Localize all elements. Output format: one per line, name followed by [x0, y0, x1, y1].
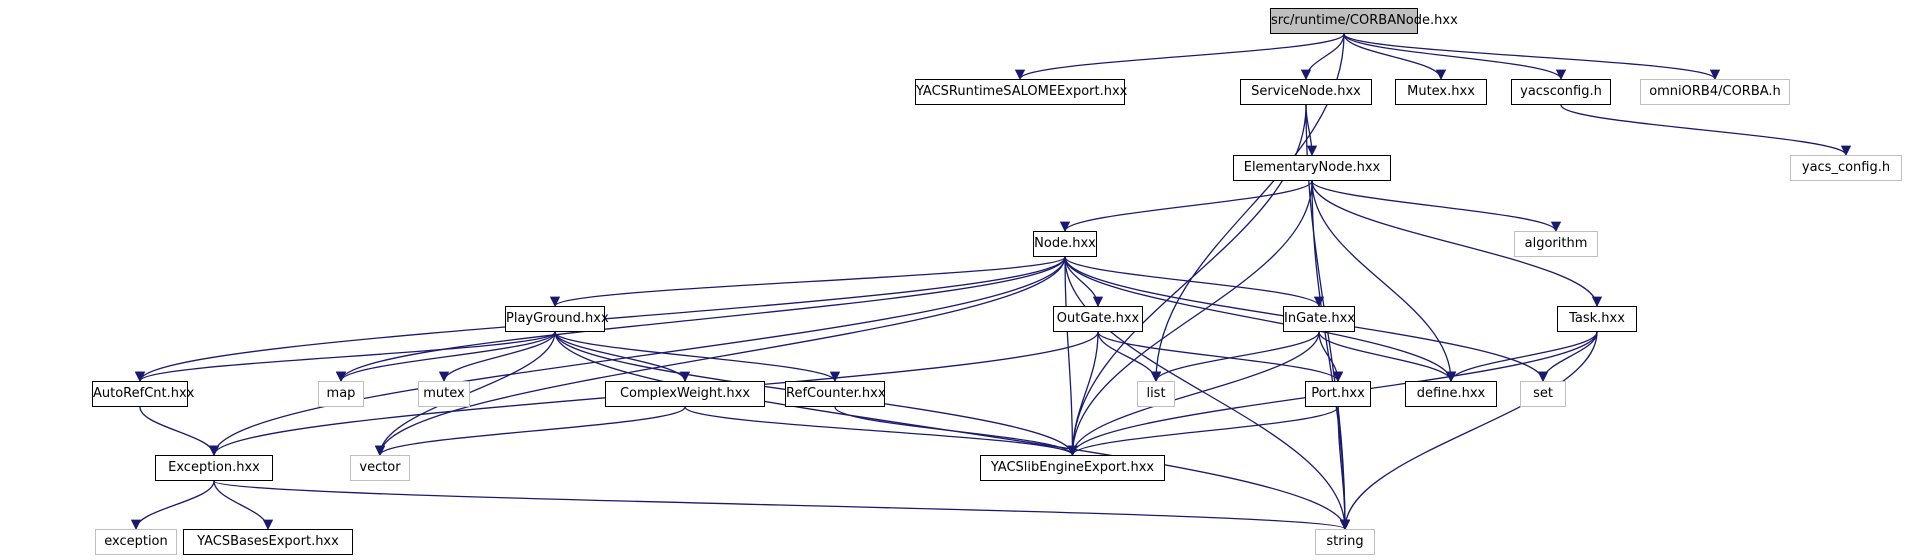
edge-elementarynode-to-task — [1311, 180, 1603, 308]
node-ingate[interactable]: InGate.hxx — [1283, 306, 1355, 332]
edge-elementarynode-to-yacslibengine — [1067, 180, 1313, 457]
edge-nodehxx-to-map — [335, 256, 1066, 383]
node-elementarynode[interactable]: ElementaryNode.hxx — [1233, 155, 1391, 181]
node-define[interactable]: define.hxx — [1405, 381, 1497, 407]
edge-corbanode-to-mutexhxx — [1343, 33, 1447, 81]
edge-nodehxx-to-playground — [550, 256, 1066, 308]
edge-playground-to-map — [335, 331, 556, 383]
edge-task-to-string — [1339, 331, 1598, 531]
node-exception: exception — [95, 529, 177, 555]
edge-port-to-string — [1337, 406, 1351, 531]
node-list: list — [1137, 381, 1175, 407]
node-omniorb: omniORB4/CORBA.h — [1640, 79, 1790, 105]
node-algorithm: algorithm — [1514, 231, 1598, 257]
edge-task-to-define — [1445, 331, 1598, 383]
edge-elementarynode-to-algorithm — [1311, 180, 1562, 233]
edge-playground-to-refcounter — [554, 331, 841, 383]
edge-nodehxx-to-yacslibengine — [1064, 256, 1078, 457]
edge-complexweight-to-vector — [374, 406, 686, 457]
edge-refcounter-to-yacslibengine — [834, 406, 1078, 457]
edge-exceptionhxx-to-yacsbases — [213, 480, 274, 531]
node-task[interactable]: Task.hxx — [1557, 306, 1637, 332]
edge-elementarynode-to-define — [1311, 180, 1457, 383]
edge-ingate-to-yacslibengine — [1067, 331, 1320, 457]
edge-exceptionhxx-to-string — [213, 480, 1350, 531]
edge-outgate-to-port — [1097, 331, 1344, 383]
node-servicenode[interactable]: ServiceNode.hxx — [1240, 79, 1372, 105]
edge-outgate-to-yacslibengine — [1067, 331, 1099, 457]
node-corbanode: src/runtime/CORBANode.hxx — [1270, 8, 1458, 34]
edge-playground-to-mutex — [438, 331, 556, 383]
node-mutexhxx[interactable]: Mutex.hxx — [1395, 79, 1487, 105]
edge-elementarynode-to-string — [1311, 180, 1351, 531]
edge-nodehxx-to-string — [1064, 256, 1351, 531]
node-port[interactable]: Port.hxx — [1305, 381, 1371, 407]
node-map: map — [318, 381, 364, 407]
edge-ingate-to-port — [1318, 331, 1344, 383]
node-yacs_config: yacs_config.h — [1790, 155, 1902, 181]
edge-ingate-to-define — [1318, 331, 1457, 383]
node-nodehxx[interactable]: Node.hxx — [1033, 231, 1097, 257]
node-exceptionhxx[interactable]: Exception.hxx — [155, 455, 273, 481]
edge-corbanode-to-servicenode — [1300, 33, 1345, 81]
edge-complexweight-to-yacslibengine — [684, 406, 1078, 457]
edge-nodehxx-to-exceptionhxx — [208, 256, 1066, 457]
node-vector: vector — [350, 455, 410, 481]
node-string: string — [1315, 529, 1375, 555]
node-yacsruntimesalome[interactable]: YACSRuntimeSALOMEExport.hxx — [915, 79, 1127, 105]
edge-corbanode-to-omniorb — [1343, 33, 1721, 81]
edge-nodehxx-to-define — [1064, 256, 1457, 383]
edge-nodehxx-to-ingate — [1064, 256, 1325, 308]
node-outgate[interactable]: OutGate.hxx — [1053, 306, 1143, 332]
edge-playground-to-complexweight — [554, 331, 691, 383]
edge-nodehxx-to-vector — [374, 256, 1066, 457]
node-playground[interactable]: PlayGround.hxx — [505, 306, 609, 332]
node-mutex: mutex — [418, 381, 470, 407]
edge-playground-to-autorefcnt — [134, 331, 556, 383]
edge-port-to-yacslibengine — [1067, 406, 1339, 457]
edge-autorefcnt-to-exceptionhxx — [139, 406, 220, 457]
node-yacsbases[interactable]: YACSBasesExport.hxx — [183, 529, 353, 555]
edge-corbanode-to-yacsconfig — [1343, 33, 1567, 81]
node-set: set — [1520, 381, 1566, 407]
node-yacslibengine[interactable]: YACSlibEngineExport.hxx — [980, 455, 1165, 481]
edge-elementarynode-to-nodehxx — [1059, 180, 1313, 233]
edge-exceptionhxx-to-exception — [130, 480, 215, 531]
node-refcounter[interactable]: RefCounter.hxx — [785, 381, 886, 407]
node-autorefcnt[interactable]: AutoRefCnt.hxx — [92, 381, 194, 407]
edge-task-to-set — [1537, 331, 1598, 383]
node-complexweight[interactable]: ComplexWeight.hxx — [605, 381, 765, 407]
node-yacsconfig[interactable]: yacsconfig.h — [1511, 79, 1611, 105]
edge-yacsconfig-to-yacs_config — [1560, 104, 1852, 157]
edge-corbanode-to-yacsruntimesalome — [1014, 33, 1345, 81]
edge-ingate-to-list — [1150, 331, 1320, 383]
